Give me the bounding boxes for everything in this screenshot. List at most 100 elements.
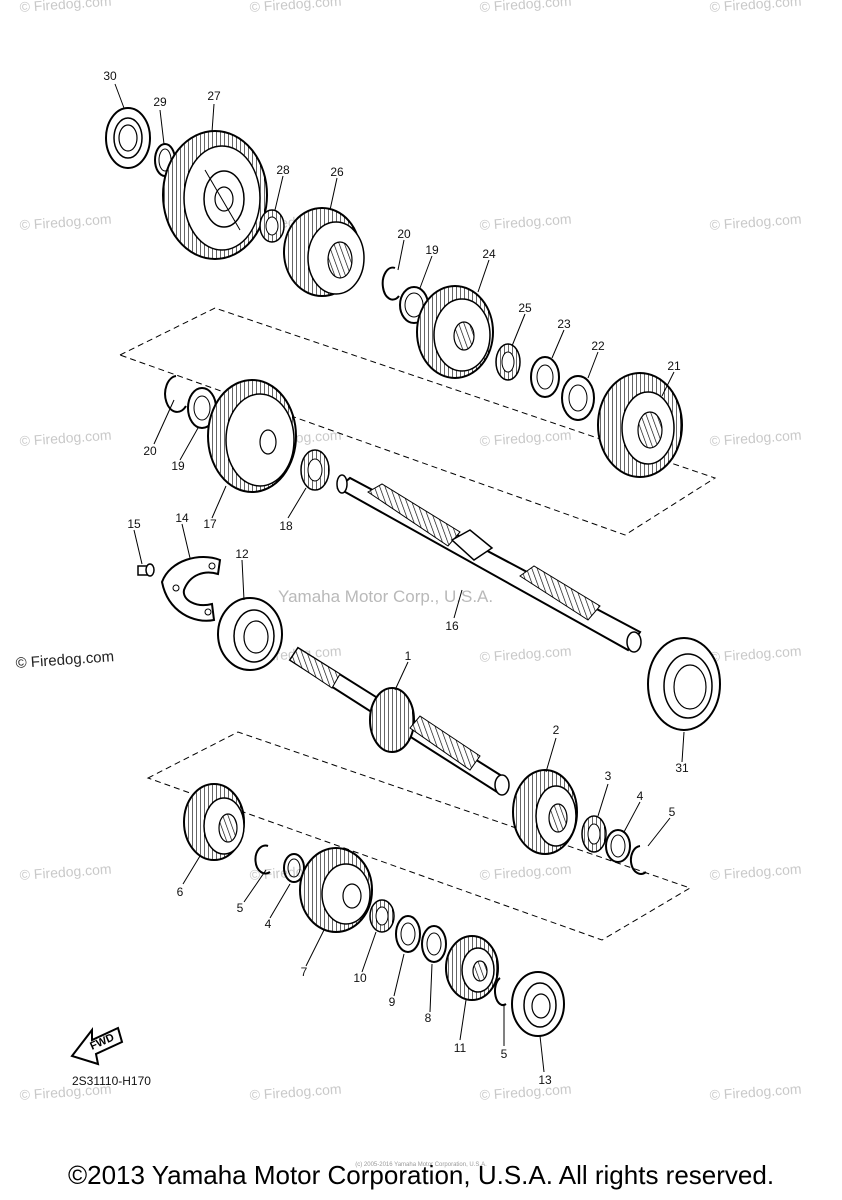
watermark-text: © Firedog.com bbox=[19, 211, 112, 233]
gear-2 bbox=[512, 769, 578, 855]
watermark-text: © Firedog.com bbox=[709, 427, 802, 449]
lower-dashed-outline bbox=[146, 731, 692, 941]
center-watermark: Yamaha Motor Corp., U.S.A. bbox=[278, 587, 493, 606]
bearing-3 bbox=[581, 815, 607, 853]
watermark-text: © Firedog.com bbox=[19, 427, 112, 449]
watermark-text: © Firedog.com bbox=[19, 0, 112, 15]
callout-21: 21 bbox=[667, 359, 681, 373]
washer-4-right bbox=[605, 829, 631, 863]
washer-22 bbox=[561, 375, 595, 421]
watermark-text: © Firedog.com bbox=[479, 861, 572, 883]
callout-4: 4 bbox=[637, 789, 644, 803]
watermark-text: © Firedog.com bbox=[709, 0, 802, 15]
callout-20: 20 bbox=[397, 227, 411, 241]
circlip-20-upper bbox=[381, 266, 400, 301]
callout-17: 17 bbox=[203, 517, 217, 531]
callout-1: 1 bbox=[405, 649, 412, 663]
bearing-13 bbox=[511, 971, 565, 1037]
watermark-text: © Firedog.com bbox=[479, 0, 572, 15]
callout-29: 29 bbox=[153, 95, 167, 109]
bearing-12 bbox=[217, 597, 283, 671]
callout-5: 5 bbox=[237, 901, 244, 915]
callout-5: 5 bbox=[501, 1047, 508, 1061]
circlip-5-bottom bbox=[494, 977, 507, 1007]
watermark-text: © Firedog.com bbox=[249, 1081, 342, 1103]
circlip-5-right bbox=[629, 845, 647, 875]
callout-4: 4 bbox=[265, 917, 272, 931]
callout-26: 26 bbox=[330, 165, 344, 179]
circlip-5-left bbox=[254, 844, 271, 875]
callout-28: 28 bbox=[276, 163, 290, 177]
bearing-31 bbox=[647, 637, 721, 731]
main-axle-1 bbox=[288, 646, 510, 796]
watermark-text-dark: © Firedog.com bbox=[15, 648, 115, 672]
callout-13: 13 bbox=[538, 1073, 552, 1087]
callout-22: 22 bbox=[591, 339, 605, 353]
callout-7: 7 bbox=[301, 965, 308, 979]
bearing-25 bbox=[495, 343, 521, 381]
bearing-10 bbox=[369, 899, 395, 933]
callout-12: 12 bbox=[235, 547, 249, 561]
callout-23: 23 bbox=[557, 317, 571, 331]
callout-6: 6 bbox=[177, 885, 184, 899]
callout-30: 30 bbox=[103, 69, 117, 83]
watermark-text: © Firedog.com bbox=[479, 427, 572, 449]
callout-31: 31 bbox=[675, 761, 689, 775]
bearing-18 bbox=[300, 449, 330, 491]
watermark-text: © Firedog.com bbox=[709, 861, 802, 883]
callout-9: 9 bbox=[389, 995, 396, 1009]
diagram-code: 2S31110-H170 bbox=[72, 1074, 151, 1088]
callout-15: 15 bbox=[127, 517, 141, 531]
gear-26 bbox=[283, 207, 365, 297]
leader-lines bbox=[114, 83, 685, 1073]
gear-17 bbox=[207, 379, 297, 493]
gear-7 bbox=[299, 847, 373, 933]
circlip-20-lower bbox=[164, 375, 187, 413]
watermark-text: © Firedog.com bbox=[479, 211, 572, 233]
watermark-text: © Firedog.com bbox=[249, 0, 342, 15]
gear-11 bbox=[445, 935, 499, 1001]
copyright-footer: ©2013 Yamaha Motor Corporation, U.S.A. A… bbox=[67, 1160, 775, 1190]
watermark-text: © Firedog.com bbox=[479, 1081, 572, 1103]
washer-4-left bbox=[283, 853, 305, 883]
washer-23 bbox=[530, 356, 560, 398]
retainer-plate-14 bbox=[160, 556, 222, 622]
callout-27: 27 bbox=[207, 89, 221, 103]
upper-dashed-outline bbox=[118, 307, 717, 536]
watermark-text: © Firedog.com bbox=[709, 643, 802, 665]
washer-8 bbox=[421, 925, 447, 963]
callout-19: 19 bbox=[425, 243, 439, 257]
gear-27 bbox=[162, 130, 268, 260]
gear-21 bbox=[597, 372, 683, 478]
bearing-30 bbox=[105, 107, 151, 169]
callout-16: 16 bbox=[445, 619, 459, 633]
bolt-15 bbox=[137, 563, 155, 577]
gear-6 bbox=[183, 783, 245, 861]
callout-2: 2 bbox=[553, 723, 560, 737]
watermark-text: © Firedog.com bbox=[19, 861, 112, 883]
watermark-text: © Firedog.com bbox=[709, 1081, 802, 1103]
watermark-text: © Firedog.com bbox=[709, 211, 802, 233]
bearing-28 bbox=[259, 209, 285, 243]
callout-8: 8 bbox=[425, 1011, 432, 1025]
washer-9 bbox=[395, 915, 421, 953]
watermark-group: © Firedog.com © Firedog.com © Firedog.com ©… bbox=[15, 0, 802, 1103]
watermark-text: © Firedog.com bbox=[19, 1081, 112, 1103]
watermark-text: © Firedog.com bbox=[479, 643, 572, 665]
gear-24 bbox=[416, 285, 494, 379]
drive-axle-16 bbox=[336, 474, 642, 653]
callout-3: 3 bbox=[605, 769, 612, 783]
callout-20: 20 bbox=[143, 444, 157, 458]
callout-11: 11 bbox=[454, 1041, 467, 1055]
callout-18: 18 bbox=[279, 519, 293, 533]
callout-10: 10 bbox=[353, 971, 367, 985]
callout-14: 14 bbox=[175, 511, 189, 525]
callout-24: 24 bbox=[482, 247, 496, 261]
callout-19: 19 bbox=[171, 459, 185, 473]
forward-arrow-icon: FWD bbox=[70, 1026, 124, 1066]
callout-25: 25 bbox=[518, 301, 532, 315]
tiny-copyright-note: (c) 2005-2016 Yamaha Motor Corporation, … bbox=[355, 1162, 487, 1168]
